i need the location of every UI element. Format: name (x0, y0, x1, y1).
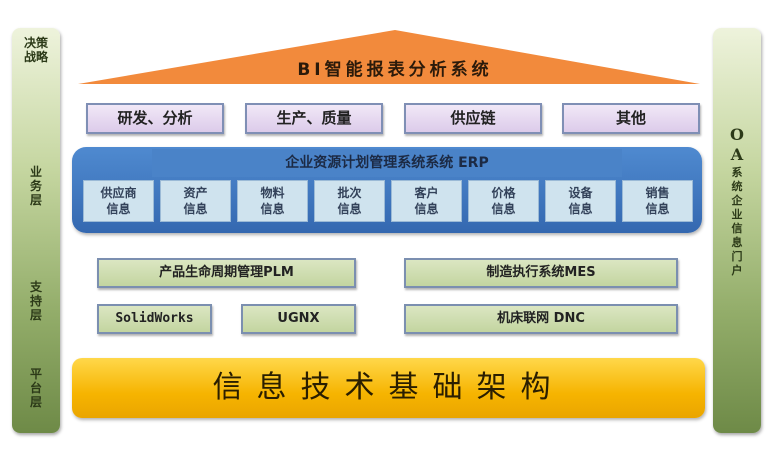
layer-label-support: 支持层 (12, 280, 60, 322)
it-infrastructure-bar: 信息技术基础架构 (72, 358, 705, 418)
ugnx-box: UGNX (241, 304, 356, 334)
erp-cell-line1: 价格 (491, 186, 516, 200)
dnc-box: 机床联网 DNC (404, 304, 678, 334)
erp-cell-line2: 信息 (106, 202, 131, 216)
erp-cell-line1: 客户 (414, 186, 439, 200)
erp-cell-line1: 资产 (183, 186, 208, 200)
vertical-label-text: 业务层 (29, 165, 42, 207)
erp-cell: 价格信息 (468, 180, 539, 222)
erp-cell-line2: 信息 (414, 202, 439, 216)
erp-panel: 企业资源计划管理系统系统 ERP 供应商信息资产信息物料信息批次信息客户信息价格… (72, 147, 702, 233)
erp-cell: 物料信息 (237, 180, 308, 222)
erp-cell-line2: 信息 (183, 202, 208, 216)
erp-cell-line1: 设备 (568, 186, 593, 200)
erp-cell-line2: 信息 (491, 202, 516, 216)
erp-cell: 供应商信息 (83, 180, 154, 222)
erp-cell-line2: 信息 (645, 202, 670, 216)
mes-box: 制造执行系统MES (404, 258, 678, 288)
vertical-label-text: 系统企业信息门户 (731, 166, 743, 277)
solidworks-box: SolidWorks (97, 304, 212, 334)
erp-cell-line1: 销售 (645, 186, 670, 200)
vertical-label-text: 平台层 (29, 367, 42, 409)
erp-cell: 资产信息 (160, 180, 231, 222)
business-production-quality: 生产、质量 (245, 103, 383, 134)
erp-cell-line1: 批次 (337, 186, 362, 200)
right-oa-pillar (713, 28, 761, 433)
erp-cell: 销售信息 (622, 180, 693, 222)
erp-title: 企业资源计划管理系统系统 ERP (152, 149, 622, 177)
left-layer-pillar (12, 28, 60, 433)
layer-label-business: 业务层 (12, 165, 60, 207)
erp-cell-line2: 信息 (260, 202, 285, 216)
oa-label: 系统企业信息门户 (713, 166, 761, 278)
erp-cell-line2: 信息 (337, 202, 362, 216)
roof-triangle (78, 30, 700, 84)
erp-cell-line1: 物料 (260, 186, 285, 200)
business-rd-analysis: 研发、分析 (86, 103, 224, 134)
layer-label-decision: 决策战略 (23, 36, 48, 64)
erp-cell: 设备信息 (545, 180, 616, 222)
bi-title: BI智能报表分析系统 (297, 60, 493, 80)
business-other: 其他 (562, 103, 700, 134)
business-supply-chain: 供应链 (404, 103, 542, 134)
plm-box: 产品生命周期管理PLM (97, 258, 356, 288)
vertical-label-text: 支持层 (29, 280, 42, 322)
layer-label-platform: 平台层 (12, 367, 60, 409)
erp-cell: 批次信息 (314, 180, 385, 222)
erp-cell-line1: 供应商 (100, 186, 137, 200)
erp-cell-line2: 信息 (568, 202, 593, 216)
bi-roof (78, 30, 700, 84)
erp-cell: 客户信息 (391, 180, 462, 222)
